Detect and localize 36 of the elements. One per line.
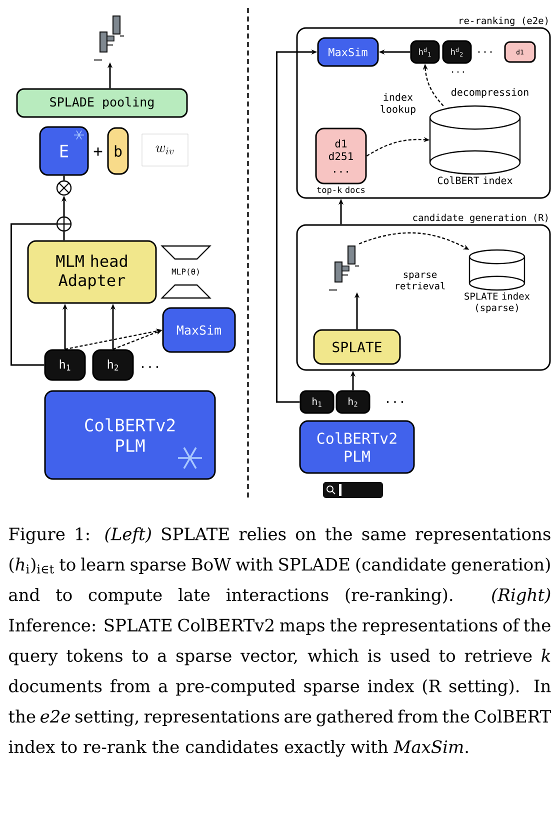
plus-sign: + bbox=[94, 147, 102, 156]
edge-label: sparse retrieval bbox=[388, 272, 452, 290]
doc-list-box: d1 d251 ... top-k docs bbox=[315, 128, 367, 195]
node-label: re-ranking (e2e) bbox=[460, 16, 548, 26]
weight-label: $w_{iv}$ bbox=[142, 134, 188, 166]
edge-label: index lookup bbox=[374, 92, 422, 116]
sparse-vector-icon bbox=[94, 16, 124, 60]
model-box: SPLATE bbox=[313, 329, 401, 365]
figure-caption: Figure 1: (Left) SPLATE relies on the same representations (h$_{i}$)$_{i∈t}$ to learn sparse BoW with SPLADE (candidate generation) and to compute late interactions (re-ranking). (Right) Inference: SPLATE ColBERTv2 maps the representations of the query tokens to a sparse vector, which is used to retrieve k documents from a pre-computed sparse index (R setting). In the e2e setting, representations are gathered from the ColBERT index to re-rank the candidates exactly with MaxSim. bbox=[8, 527, 552, 757]
node-label: candidate generation (R) bbox=[413, 214, 548, 224]
database-cylinder: ColBERT index bbox=[429, 105, 521, 184]
adapter-box: MLM head Adapter bbox=[27, 240, 157, 304]
node-label: SPLATE index (sparse) bbox=[464, 292, 530, 313]
bias-box: b bbox=[107, 127, 129, 175]
edge-label: decompression bbox=[444, 87, 536, 99]
pooling-box: SPLADE pooling bbox=[16, 88, 188, 118]
layer-label: MLP(θ) bbox=[172, 268, 199, 276]
encoder-box: ColBERTv2 PLM bbox=[44, 390, 216, 480]
token-box: h$_{2}$ bbox=[336, 390, 370, 414]
embedding-box: E bbox=[39, 126, 89, 176]
ellipsis: ... bbox=[478, 51, 492, 53]
maxsim-box: MaxSim bbox=[162, 307, 236, 353]
ellipsis: ... bbox=[387, 401, 403, 403]
token-box: h$_{2}$ bbox=[92, 349, 134, 381]
database-cylinder: SPLATE index (sparse) bbox=[464, 249, 530, 313]
multiply-circle bbox=[56, 180, 72, 196]
ellipsis: ... bbox=[142, 366, 158, 368]
encoder-box: ColBERTv2 PLM bbox=[299, 420, 415, 474]
token-box: h$_{1}$ bbox=[44, 349, 86, 381]
ellipsis: ... bbox=[452, 71, 464, 73]
sparse-vector-icon bbox=[328, 246, 360, 290]
node-label: ColBERT index bbox=[438, 176, 512, 184]
token-box: h$_{1}$ bbox=[300, 390, 334, 414]
maxsim-box: MaxSim bbox=[317, 37, 379, 67]
node-label: top-k docs bbox=[317, 186, 365, 195]
add-circle bbox=[56, 216, 72, 232]
